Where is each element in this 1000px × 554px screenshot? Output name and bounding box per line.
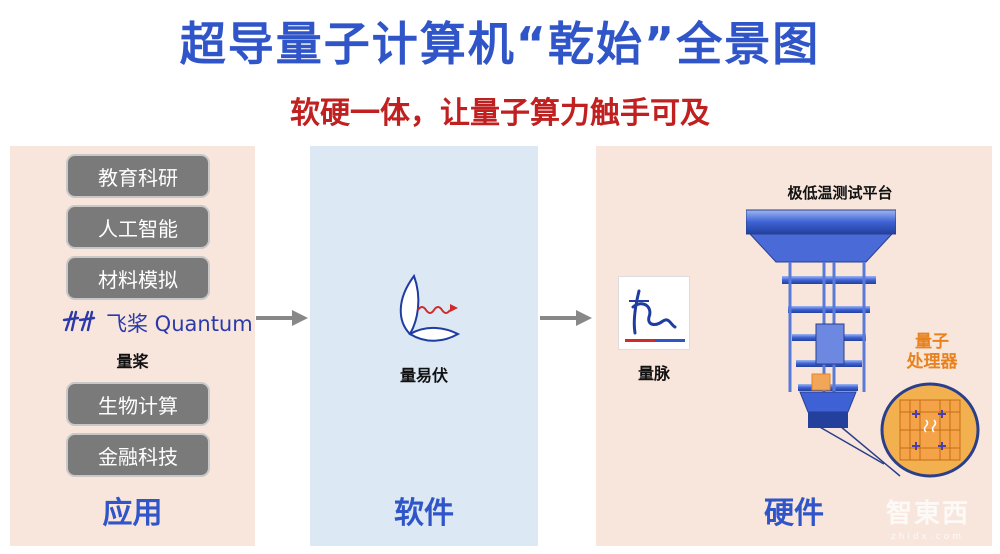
app-button-materials[interactable]: 材料模拟 — [66, 256, 210, 300]
hardware-label: 硬件 — [764, 496, 824, 531]
processor-connector — [817, 425, 901, 477]
app-button-ai[interactable]: 人工智能 — [66, 205, 210, 249]
application-panel: 教育科研 人工智能 材料模拟 飞桨 Quantum 量桨 生物计算 金融科技 应… — [10, 146, 255, 546]
software-panel: 量易伏 软件 — [310, 146, 538, 546]
hardware-panel: 量脉 极低温测试平台 量子 处理器 — [596, 146, 992, 546]
app-button-biocomputing[interactable]: 生物计算 — [66, 382, 210, 426]
watermark: 智東西 — [885, 499, 970, 529]
watermark-sub: zhidx.com — [890, 532, 964, 542]
arrow-icon — [540, 310, 592, 326]
paddle-logo-icon — [62, 310, 96, 332]
paddle-brand: 飞桨 Quantum — [106, 312, 253, 336]
page-subtitle: 软硬一体，让量子算力触手可及 — [290, 96, 710, 131]
paddle-name: 量桨 — [116, 352, 149, 371]
application-label: 应用 — [102, 496, 163, 531]
pulse-logo-icon — [625, 289, 685, 342]
pulse-name: 量脉 — [637, 364, 670, 383]
arrow-icon — [256, 310, 308, 326]
software-label: 软件 — [394, 496, 454, 531]
cryostat-illustration — [746, 209, 896, 428]
app-button-fintech[interactable]: 金融科技 — [66, 433, 210, 477]
page-title: 超导量子计算机“乾始”全景图 — [179, 17, 821, 71]
platform-title: 极低温测试平台 — [787, 184, 893, 202]
app-button-education[interactable]: 教育科研 — [66, 154, 210, 198]
software-name: 量易伏 — [399, 366, 448, 385]
quantum-leaf-logo-icon — [399, 273, 461, 342]
processor-label: 量子 处理器 — [906, 332, 958, 372]
pulse-logo-card — [618, 276, 690, 350]
quantum-processor-chip-icon — [880, 382, 980, 478]
